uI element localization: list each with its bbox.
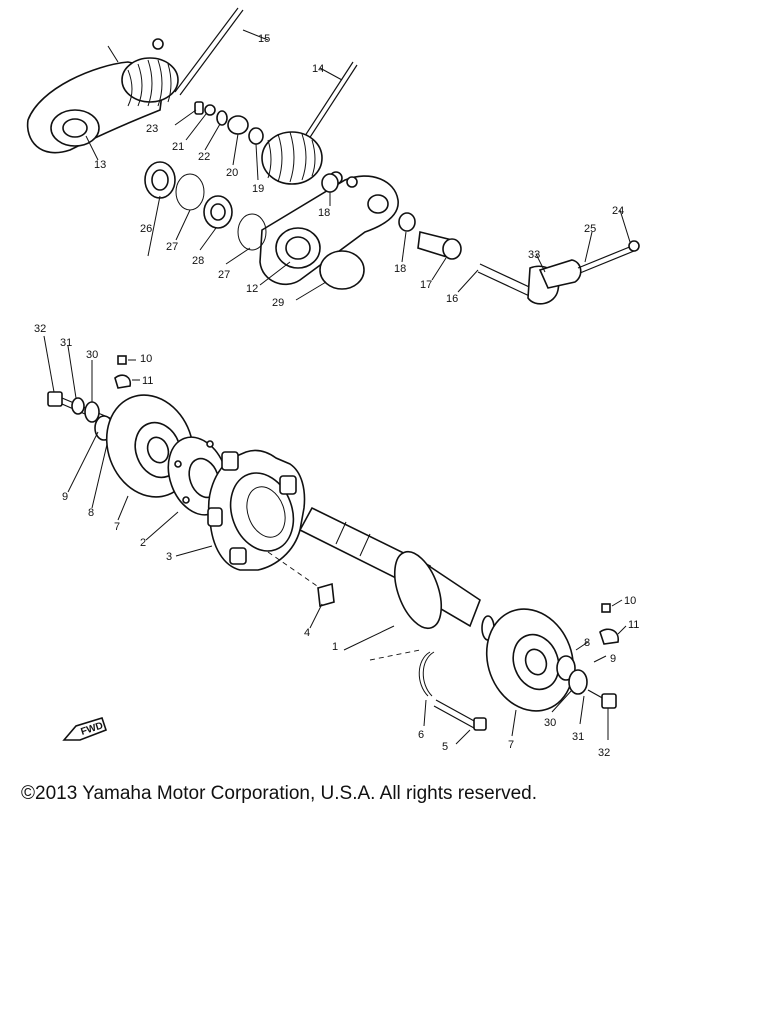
callout-13: 13 — [94, 159, 106, 171]
callout-19: 19 — [252, 183, 264, 195]
callout-21: 21 — [172, 141, 184, 153]
fwd-direction-indicator: FWD — [62, 717, 108, 741]
callout-20: 20 — [226, 167, 238, 179]
callout-28: 28 — [192, 255, 204, 267]
callout-22: 22 — [198, 151, 210, 163]
callout-17: 17 — [420, 279, 432, 291]
callout-30-left: 30 — [86, 349, 98, 361]
callout-16: 16 — [446, 293, 458, 305]
callout-10-right: 10 — [624, 595, 636, 607]
callout-3: 3 — [166, 551, 172, 563]
callout-25: 25 — [584, 223, 596, 235]
copyright-notice: ©2013 Yamaha Motor Corporation, U.S.A. A… — [21, 783, 537, 804]
part-13-arm — [26, 38, 179, 161]
callout-31-right: 31 — [572, 731, 584, 743]
part-29-cap — [319, 250, 365, 290]
callout-31-left: 31 — [60, 337, 72, 349]
upper-leader-lines — [147, 192, 631, 301]
left-hub-hardware — [43, 335, 140, 509]
callout-8-right: 8 — [584, 637, 590, 649]
callout-6: 6 — [418, 729, 424, 741]
parts-5-6-fasteners — [369, 649, 487, 745]
callout-7-left: 7 — [114, 521, 120, 533]
part-18-nut-upper — [321, 173, 339, 193]
callout-24: 24 — [612, 205, 624, 217]
callout-18-lower: 18 — [394, 263, 406, 275]
callout-12: 12 — [246, 283, 258, 295]
callout-27-b: 27 — [218, 269, 230, 281]
parts-24-25-33-bracket — [538, 240, 640, 289]
callout-33: 33 — [528, 249, 540, 261]
callout-5: 5 — [442, 741, 448, 753]
callout-9-right: 9 — [610, 653, 616, 665]
part-7-wheel-right — [485, 608, 575, 737]
callout-4: 4 — [304, 627, 310, 639]
parts-26-28-bearings — [144, 161, 267, 251]
callout-15: 15 — [258, 33, 270, 45]
callout-32-left: 32 — [34, 323, 46, 335]
part-4-pin — [267, 551, 335, 629]
callout-11-right: 11 — [628, 619, 639, 631]
callout-18-upper: 18 — [318, 207, 330, 219]
callout-11-left: 11 — [142, 375, 153, 387]
callout-23: 23 — [146, 123, 158, 135]
part-15-rod — [174, 7, 269, 96]
callout-30-right: 30 — [544, 717, 556, 729]
callout-32-right: 32 — [598, 747, 610, 759]
part-14-rod-spring — [261, 61, 358, 185]
callout-29: 29 — [272, 297, 284, 309]
parts-20-23-hardware — [174, 101, 264, 181]
callout-9-left: 9 — [62, 491, 68, 503]
part-3-sprocket — [175, 449, 306, 571]
callout-1: 1 — [332, 641, 338, 653]
exploded-parts-diagram: FWD 15 14 13 23 21 22 20 19 18 26 27 28 … — [26, 7, 640, 759]
callout-26: 26 — [140, 223, 152, 235]
callout-10-left: 10 — [140, 353, 152, 365]
upper-suspension-assembly — [26, 7, 640, 305]
part-1-shaft — [298, 506, 495, 651]
callout-2: 2 — [140, 537, 146, 549]
lower-axle-assembly: FWD — [43, 335, 627, 745]
part-12-plate — [259, 171, 399, 286]
callout-8-left: 8 — [88, 507, 94, 519]
right-hub-hardware — [551, 599, 627, 740]
callout-7-right: 7 — [508, 739, 514, 751]
callout-14: 14 — [312, 63, 324, 75]
callout-27-a: 27 — [166, 241, 178, 253]
callout-labels: 15 14 13 23 21 22 20 19 18 26 27 28 27 1… — [34, 33, 639, 759]
